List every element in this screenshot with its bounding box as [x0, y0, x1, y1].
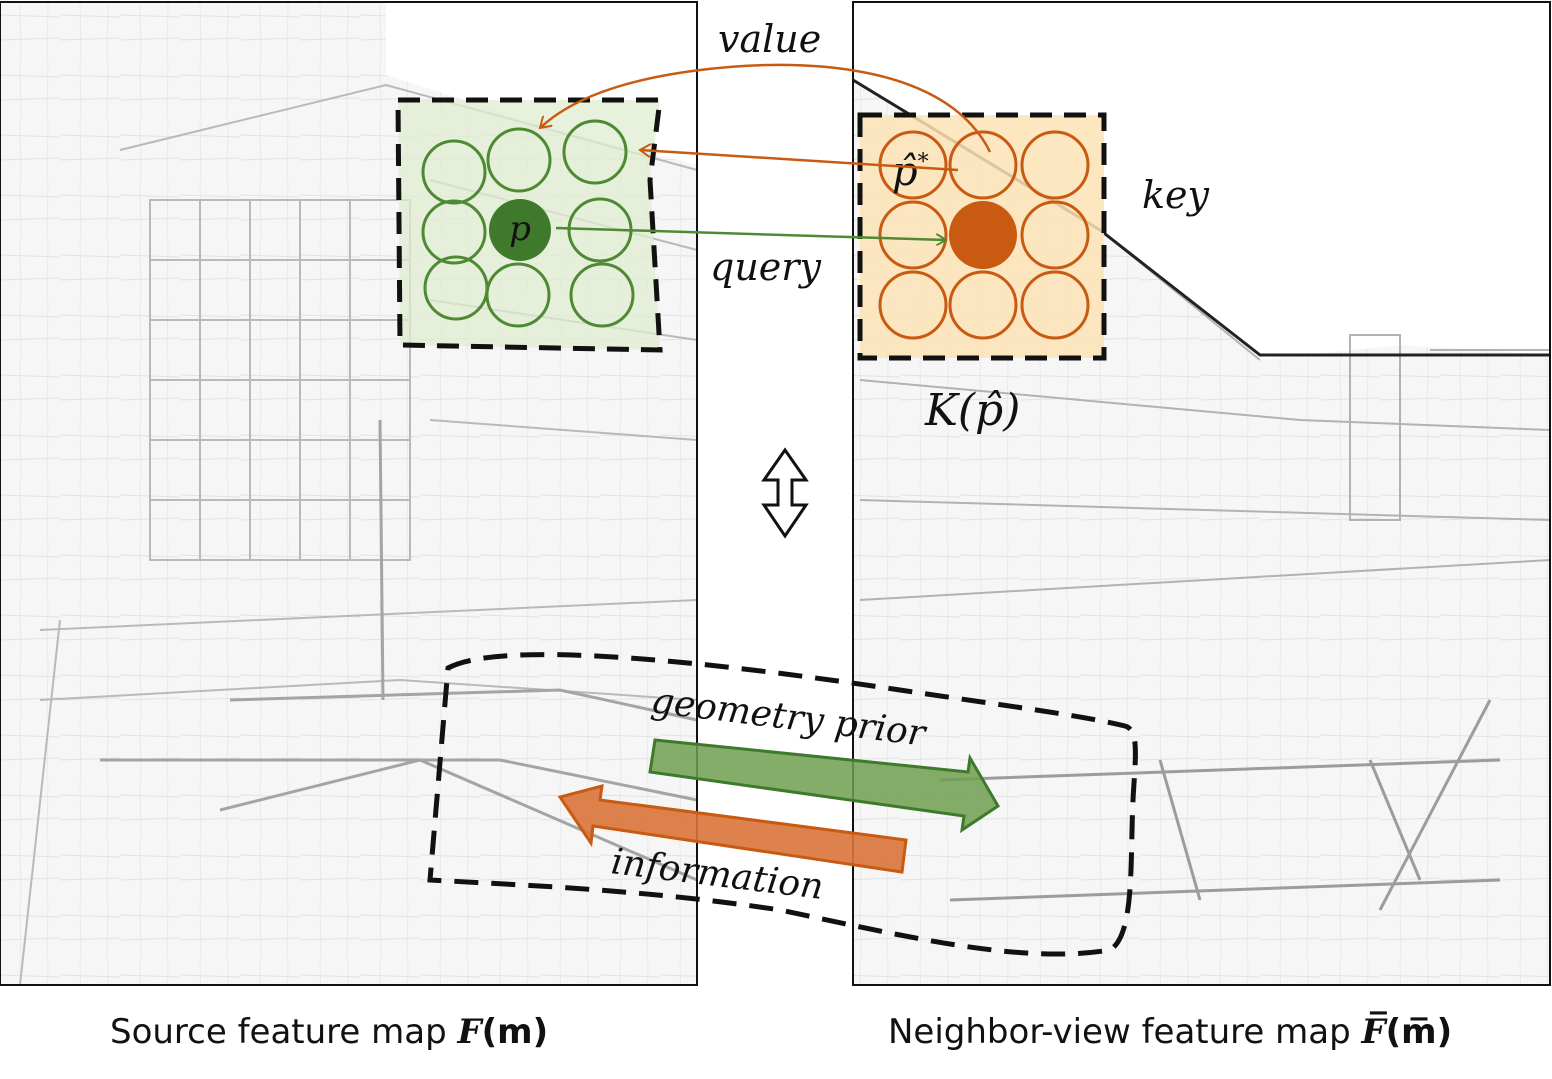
query-window: p	[395, 97, 663, 353]
key-neighbor-circle	[878, 270, 948, 340]
query-neighbor-circle	[562, 119, 628, 185]
query-neighbor-circle	[421, 139, 487, 205]
key-window: p̂*	[857, 112, 1107, 361]
source-caption: Source feature map F(m)	[110, 1012, 548, 1052]
query-neighbor-circle	[486, 127, 552, 193]
value-arrow	[540, 63, 992, 153]
key-neighbor-circle	[1020, 130, 1090, 200]
key-neighbor-circle	[948, 270, 1018, 340]
key-neighbor-circle	[1020, 200, 1090, 270]
query-neighbor-circle	[421, 199, 487, 265]
overlap-region	[427, 652, 1138, 957]
key-to-query-arrow	[640, 150, 959, 172]
neighbor-plaza-sketch	[939, 699, 1501, 911]
query-center-point	[489, 199, 551, 261]
k-of-p-hat-label: K(p̂)	[924, 385, 1020, 436]
query-arrow	[555, 226, 946, 240]
p-label: p	[509, 209, 531, 249]
query-neighbor-circle	[569, 262, 635, 328]
key-center-point	[949, 201, 1017, 269]
query-label: query	[710, 245, 821, 289]
neighbor-caption: Neighbor-view feature map F̅(m̅)	[888, 1011, 1452, 1052]
p-hat-star-label: p̂*	[892, 149, 929, 195]
key-label: key	[1142, 173, 1210, 217]
key-neighbor-circle	[1020, 270, 1090, 340]
information-arrow	[557, 783, 908, 874]
plaza-sketch	[100, 419, 698, 882]
query-neighbor-circle	[485, 262, 551, 328]
value-label: value	[718, 17, 821, 61]
double-vertical-arrow-icon	[761, 447, 809, 539]
geometry-prior-arrow	[648, 738, 1001, 834]
key-neighbor-circle	[948, 130, 1018, 200]
